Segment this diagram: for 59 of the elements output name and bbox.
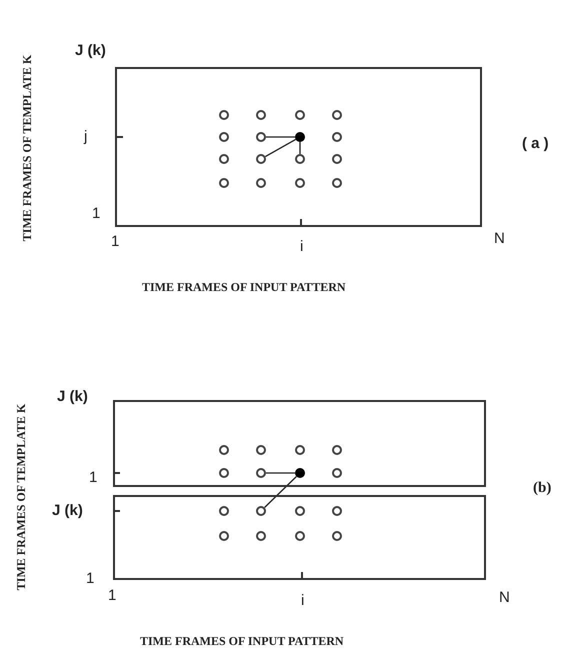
grid-point (256, 531, 266, 541)
grid-point (219, 132, 229, 142)
axis-label: j (84, 128, 88, 144)
grid-point (219, 178, 229, 188)
axis-title: TIME FRAMES OF TEMPLATE K (21, 54, 34, 242)
grid-frame (113, 400, 486, 487)
axis-label: 1 (108, 588, 116, 602)
filled-grid-point (295, 132, 305, 142)
grid-point (219, 506, 229, 516)
grid-point (332, 506, 342, 516)
axis-label: 1 (86, 570, 94, 586)
grid-point (295, 154, 305, 164)
axis-label: i (301, 592, 304, 608)
grid-frame (115, 67, 482, 227)
axis-label: J (k) (75, 42, 106, 58)
axis-label: 1 (111, 234, 120, 248)
grid-point (256, 110, 266, 120)
grid-point (256, 506, 266, 516)
grid-point (332, 110, 342, 120)
axis-label: N (499, 590, 510, 604)
grid-point (256, 468, 266, 478)
grid-point (295, 531, 305, 541)
path-line (266, 136, 295, 138)
grid-point (256, 178, 266, 188)
grid-point (295, 506, 305, 516)
grid-point (295, 445, 305, 455)
grid-point (332, 154, 342, 164)
path-line (299, 142, 301, 154)
grid-point (332, 445, 342, 455)
grid-point (219, 531, 229, 541)
grid-point (332, 468, 342, 478)
grid-point (256, 445, 266, 455)
panel-label: ( a ) (522, 136, 549, 150)
grid-point (219, 154, 229, 164)
axis-label: 1 (89, 470, 98, 484)
axis-label: J (k) (57, 388, 88, 404)
path-line (264, 476, 297, 508)
axis-label: J (k) (52, 502, 83, 518)
grid-point (256, 154, 266, 164)
panel-label: (b) (533, 480, 552, 496)
grid-frame (113, 495, 486, 580)
axis-label: N (494, 230, 505, 246)
path-line (265, 138, 296, 158)
axis-label: i (300, 238, 304, 254)
grid-point (219, 445, 229, 455)
grid-point (219, 468, 229, 478)
axis-label: 1 (92, 206, 100, 220)
path-line (266, 472, 295, 474)
grid-point (219, 110, 229, 120)
axis-title: TIME FRAMES OF INPUT PATTERN (140, 635, 344, 647)
grid-point (295, 178, 305, 188)
axis-title: TIME FRAMES OF TEMPLATE K (15, 404, 28, 590)
filled-grid-point (295, 468, 305, 478)
grid-point (332, 178, 342, 188)
grid-point (256, 132, 266, 142)
grid-point (295, 110, 305, 120)
axis-title: TIME FRAMES OF INPUT PATTERN (142, 281, 346, 293)
grid-point (332, 132, 342, 142)
grid-point (332, 531, 342, 541)
